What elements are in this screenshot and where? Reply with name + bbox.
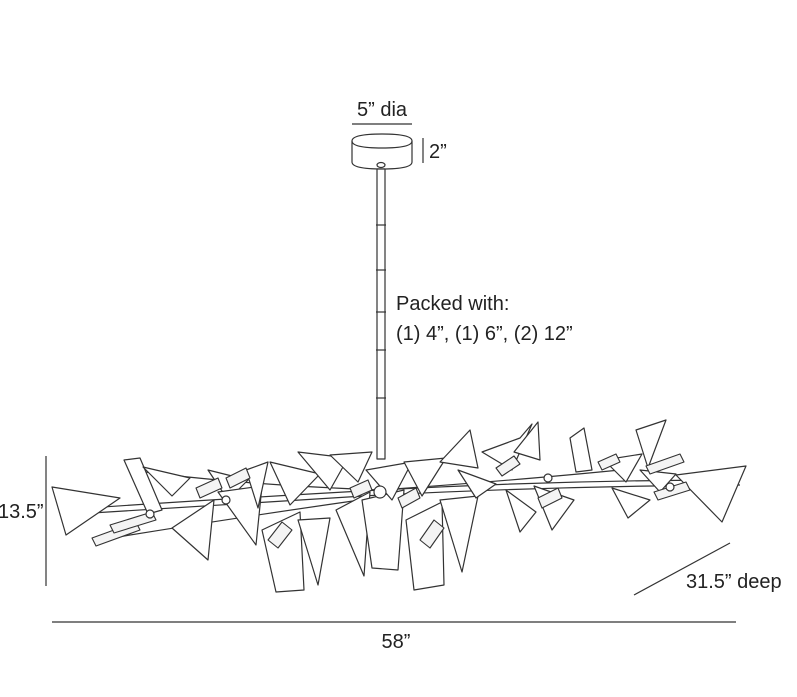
downrod xyxy=(376,168,386,460)
leaf xyxy=(505,489,537,533)
canopy-height-label: 2” xyxy=(429,141,447,163)
depth-label: 31.5” deep xyxy=(686,571,782,593)
leaf xyxy=(51,486,121,536)
bulb xyxy=(597,453,621,471)
leaf xyxy=(297,451,349,491)
bulb xyxy=(225,467,251,489)
bulb xyxy=(267,521,293,549)
branch xyxy=(99,499,361,541)
height-label: 13.5” xyxy=(0,501,44,523)
leaf xyxy=(405,501,445,591)
downrod-body xyxy=(376,168,386,460)
bulb xyxy=(397,487,421,509)
joint xyxy=(543,473,553,483)
leaf xyxy=(365,461,413,501)
leaf xyxy=(361,489,405,571)
leaf xyxy=(403,457,447,497)
leaf xyxy=(171,499,215,561)
bulb xyxy=(195,477,223,499)
leaf xyxy=(245,461,269,509)
bulb xyxy=(537,487,563,509)
joint xyxy=(221,495,231,505)
leaf xyxy=(569,427,593,473)
canopy-screw xyxy=(376,161,386,169)
leaf xyxy=(611,487,651,519)
leaf xyxy=(123,457,163,515)
leaf xyxy=(261,511,305,593)
dimension-lines xyxy=(45,456,736,623)
canopy-rim xyxy=(351,140,413,149)
joint xyxy=(145,509,155,519)
fixture-body xyxy=(51,419,747,593)
leaf xyxy=(439,495,479,573)
leaf xyxy=(297,517,331,586)
leaf xyxy=(142,466,191,497)
leaf xyxy=(635,419,667,469)
canopy-body xyxy=(351,133,413,170)
leaf xyxy=(439,429,479,469)
width-label: 58” xyxy=(382,631,411,653)
canopy xyxy=(351,123,424,170)
bulb xyxy=(645,453,685,475)
packed-rods: (1) 4”, (1) 6”, (2) 12” xyxy=(396,323,573,345)
bulb xyxy=(419,519,445,549)
leaf xyxy=(269,461,321,506)
canopy-diameter-label: 5” dia xyxy=(357,99,408,121)
bulb xyxy=(349,479,373,499)
leaf xyxy=(513,421,541,461)
leaf xyxy=(457,469,497,499)
bulb xyxy=(109,511,157,534)
leaf xyxy=(329,451,373,483)
packed-heading: Packed with: xyxy=(396,293,509,315)
branch xyxy=(379,469,621,491)
depth-dimension-line xyxy=(633,542,731,596)
joint xyxy=(665,482,675,492)
bulb xyxy=(495,455,521,477)
leaf xyxy=(675,465,747,523)
hub xyxy=(373,485,387,499)
